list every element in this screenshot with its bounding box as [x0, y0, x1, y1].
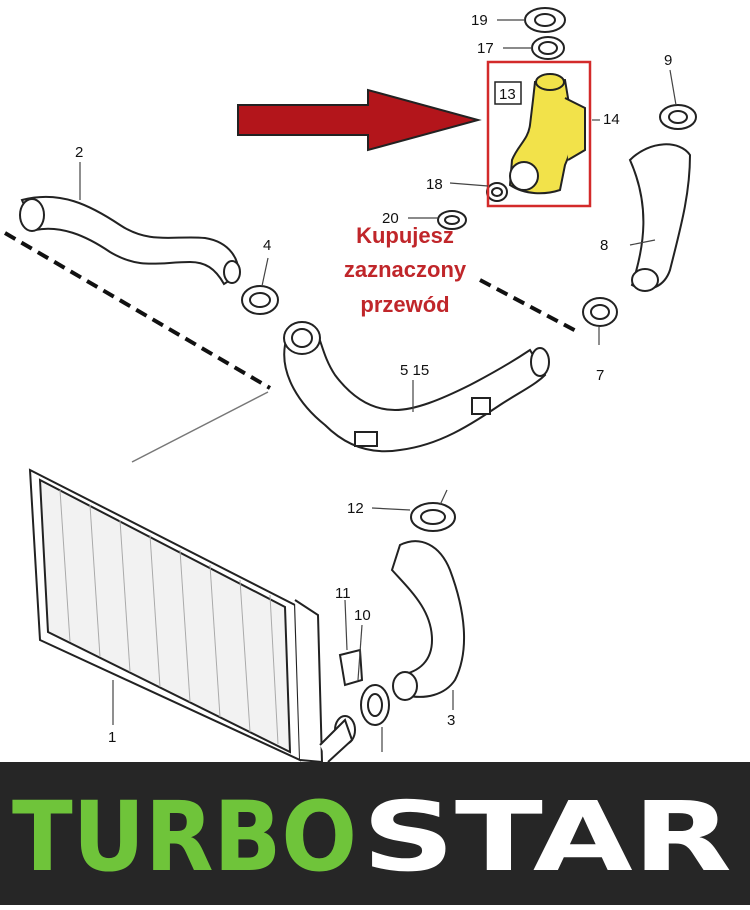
label-2: 2	[75, 144, 83, 161]
hose-3	[390, 540, 465, 701]
ring-17	[531, 36, 565, 60]
hose-5-15	[283, 321, 550, 453]
label-4: 4	[263, 237, 271, 254]
label-18: 18	[426, 176, 443, 193]
clip-18	[486, 182, 508, 202]
label-5-15: 5 15	[400, 362, 429, 379]
outlet-pipe	[319, 715, 356, 762]
note-line-1: Kupujesz	[356, 223, 454, 248]
radiator-1	[28, 468, 324, 762]
label-19: 19	[471, 12, 488, 29]
leader-lines	[79, 19, 677, 752]
label-14: 14	[603, 111, 620, 128]
clamp-4	[241, 285, 279, 315]
label-3: 3	[447, 712, 455, 729]
label-10: 10	[354, 607, 371, 624]
label-20: 20	[382, 210, 399, 227]
highlight-box	[486, 60, 592, 208]
ring-19	[524, 7, 566, 33]
highlighted-part-14	[508, 73, 586, 195]
hose-8	[628, 143, 692, 292]
label-12: 12	[347, 500, 364, 517]
brand-part-1: TURBO	[12, 781, 357, 893]
clamp-7	[582, 297, 618, 327]
brand-banner: TURBO STAR	[0, 762, 750, 905]
bracket-11	[338, 648, 364, 687]
leader-line-radiator	[131, 391, 269, 463]
label-13-box	[494, 81, 522, 105]
label-9: 9	[664, 52, 672, 69]
label-17: 17	[477, 40, 494, 57]
label-8: 8	[600, 237, 608, 254]
brand-logo: TURBO STAR	[12, 781, 732, 893]
clamp-12	[410, 502, 456, 532]
note-line-2: zaznaczony	[344, 257, 467, 282]
label-11: 11	[335, 585, 351, 602]
label-13: 13	[499, 86, 516, 103]
note-line-3: przewód	[360, 292, 449, 317]
label-1: 1	[108, 729, 116, 746]
clamp-10	[360, 684, 390, 726]
clamp-9	[659, 104, 697, 130]
label-7: 7	[596, 367, 604, 384]
hose-2	[19, 195, 241, 286]
arrow-icon	[237, 88, 482, 152]
dashed-guides	[3, 231, 579, 390]
brand-part-2: STAR	[362, 781, 732, 893]
parts-diagram: 2 4 5 15 7 8 9 19 17 13 14 18 20 12 11 1…	[3, 7, 697, 762]
seal-20	[437, 210, 467, 230]
